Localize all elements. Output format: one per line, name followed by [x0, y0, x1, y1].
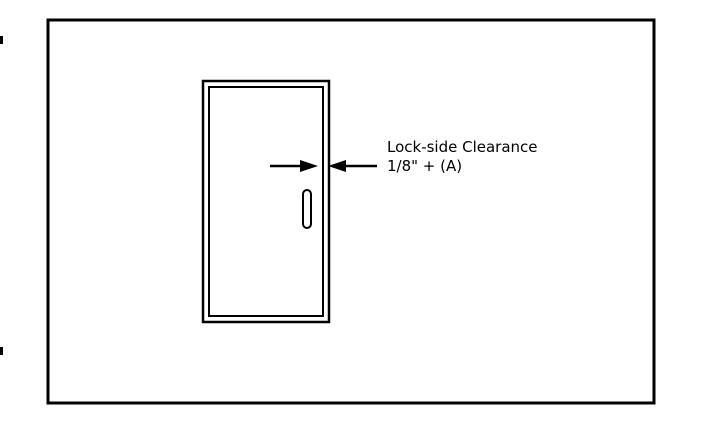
outer-frame — [46, 18, 656, 405]
door-frame-inner — [208, 86, 324, 317]
clearance-label-line2: 1/8" + (A) — [387, 157, 462, 175]
left-arrowhead — [300, 160, 318, 172]
door-handle — [302, 189, 312, 229]
door-frame-outer — [201, 79, 331, 324]
right-arrowhead — [328, 160, 346, 172]
clearance-label-line1: Lock-side Clearance — [387, 138, 538, 156]
